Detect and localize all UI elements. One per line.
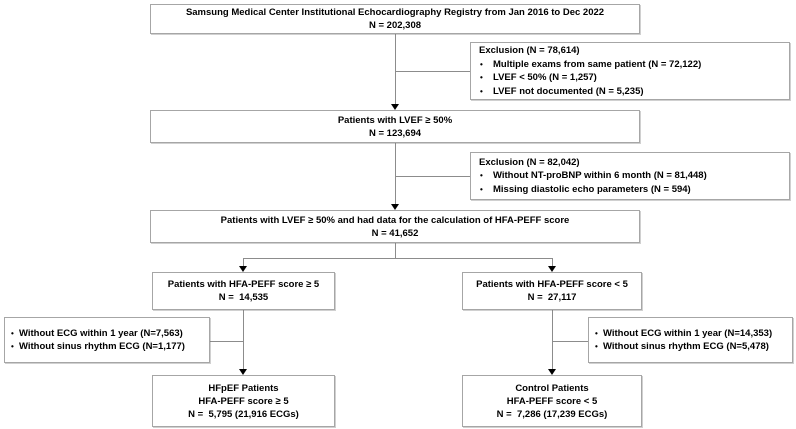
lvef-title: Patients with LVEF ≥ 50% [337,114,453,126]
connector-to-exclusion-right [552,341,588,342]
bullet-icon: • [595,342,598,351]
hfpef-patients-box: HFpEF Patients HFA-PEFF score ≥ 5 N = 5,… [152,375,335,427]
arrowhead-down-icon [239,369,247,375]
arrowhead-down-icon [548,369,556,375]
lvef-count: N = 123,694 [368,127,422,139]
control-patients-box: Control Patients HFA-PEFF score < 5 N = … [462,375,642,427]
bullet-icon: • [480,73,483,82]
hfpef-score: HFA-PEFF score ≥ 5 [198,395,289,407]
exclusion-item: • Without sinus rhythm ECG (N=1,177) [5,340,205,354]
exclusion-item: • LVEF < 50% (N = 1,257) [471,71,785,85]
connector-to-exclusion-left [210,341,243,342]
score-ge5-box: Patients with HFA-PEFF score ≥ 5 N = 14,… [152,272,335,310]
exclusion-right-box: • Without ECG within 1 year (N=14,353) •… [588,317,793,363]
bullet-icon: • [480,171,483,181]
arrowhead-down-icon [548,266,556,272]
score-ge5-count: N = 14,535 [218,292,269,303]
hfapeff-data-title: Patients with LVEF ≥ 50% and had data fo… [220,214,570,226]
registry-title: Samsung Medical Center Institutional Ech… [185,7,605,18]
score-ge5-title: Patients with HFA-PEFF score ≥ 5 [167,279,320,290]
arrowhead-down-icon [391,104,399,110]
exclusion-left-box: • Without ECG within 1 year (N=7,563) • … [4,317,210,363]
bullet-icon: • [480,59,483,69]
exclusion-item: • Without sinus rhythm ECG (N=5,478) [589,340,788,354]
score-lt5-count: N = 27,117 [527,292,577,303]
connector-lt5-to-control [552,310,553,369]
connector-lvef-to-hfapeff [395,143,396,204]
bullet-icon: • [11,328,14,338]
exclusion-item: • Without ECG within 1 year (N=7,563) [5,327,205,341]
control-count: N = 7,286 (17,239 ECGs) [496,408,608,420]
hfapeff-data-count: N = 41,652 [371,227,419,239]
connector-hfapeff-split-stem [395,243,396,259]
exclusion-item: • Without NT-proBNP within 6 month (N = … [471,169,785,183]
registry-count: N = 202,308 [368,20,422,31]
hfpef-count: N = 5,795 (21,916 ECGs) [188,408,299,420]
connector-split-left [243,258,244,266]
hfpef-title: HFpEF Patients [208,382,279,394]
bullet-icon: • [595,328,598,338]
hfapeff-data-box: Patients with LVEF ≥ 50% and had data fo… [150,210,640,243]
connector-split-bar [243,258,553,259]
score-lt5-title: Patients with HFA-PEFF score < 5 [476,279,628,290]
exclusion-top-box: Exclusion (N = 78,614) • Multiple exams … [470,42,790,100]
connector-split-right [552,258,553,266]
control-score: HFA-PEFF score < 5 [506,395,598,407]
exclusion-mid-box: Exclusion (N = 82,042) • Without NT-proB… [470,152,790,200]
exclusion-item: • Multiple exams from same patient (N = … [471,58,785,72]
bullet-icon: • [480,184,483,194]
exclusion-mid-title: Exclusion (N = 82,042) [479,156,580,168]
control-title: Control Patients [515,382,589,394]
bullet-icon: • [11,342,14,351]
score-lt5-box: Patients with HFA-PEFF score < 5 N = 27,… [462,272,642,310]
exclusion-item: • Missing diastolic echo parameters (N =… [471,183,785,197]
connector-registry-to-lvef [395,34,396,104]
lvef-box: Patients with LVEF ≥ 50% N = 123,694 [150,110,640,143]
connector-ge5-to-hfpef [243,310,244,369]
connector-to-exclusion-mid [395,176,470,177]
exclusion-item: • LVEF not documented (N = 5,235) [471,85,785,99]
connector-to-exclusion-top [395,71,470,72]
bullet-icon: • [480,86,483,96]
arrowhead-down-icon [239,266,247,272]
arrowhead-down-icon [391,204,399,210]
registry-box: Samsung Medical Center Institutional Ech… [150,4,640,34]
exclusion-top-title: Exclusion (N = 78,614) [479,45,580,56]
exclusion-item: • Without ECG within 1 year (N=14,353) [589,327,788,341]
